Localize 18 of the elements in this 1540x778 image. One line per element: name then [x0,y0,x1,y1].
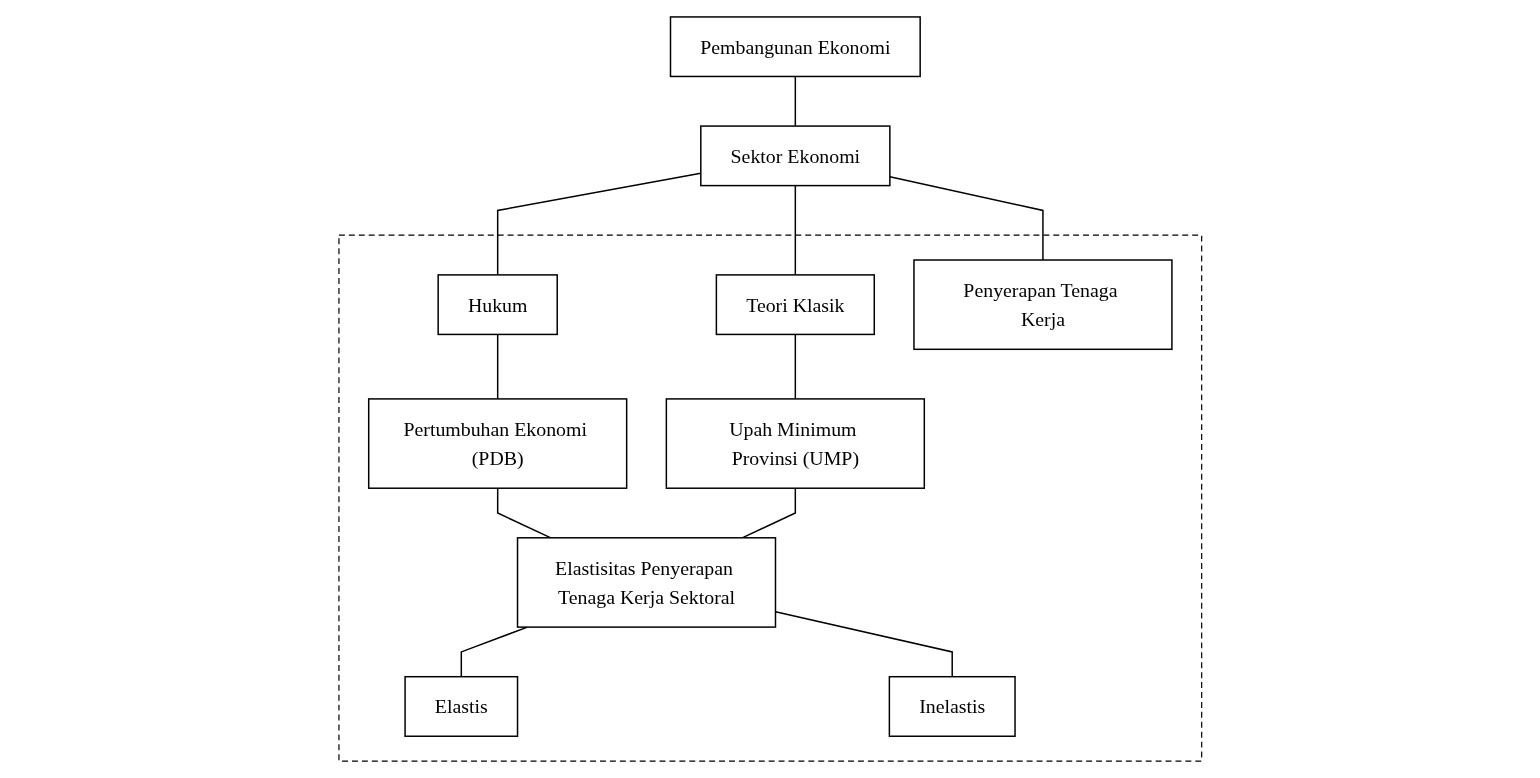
node-box: Teori Klasik [715,274,875,336]
cluster [338,234,1202,762]
connector [794,184,796,276]
connector [794,75,796,127]
node-box: Inelastis [888,675,1016,737]
node-box: Penyerapan Tenaga Kerja [912,259,1173,351]
connector [496,333,499,400]
node-box: Sektor Ekonomi [699,125,891,187]
connector [794,333,796,400]
node-box: Pembangunan Ekonomi [669,16,921,78]
node-box: Pertumbuhan Ekonomi (PDB) [367,398,628,489]
connector [741,487,796,539]
connector [460,626,528,678]
node-box: Elastisitas Penyerapan Tenaga Kerja Sektoral [516,537,776,628]
node-box: Hukum [437,274,558,336]
node-box: Elastis [404,675,518,737]
node-box: Upah Minimum Provinsi (UMP) [665,398,925,489]
connector [496,487,552,539]
